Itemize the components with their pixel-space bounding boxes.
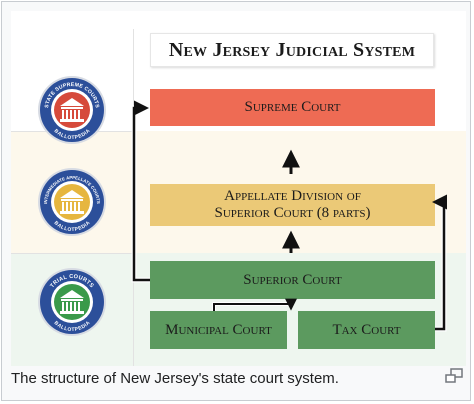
diagram-canvas: New Jersey Judicial System STATE SUPREME… (11, 11, 466, 366)
municipal-court-box: Municipal Court (150, 311, 287, 349)
supreme-court-label: Supreme Court (244, 99, 341, 115)
tax-court-label: Tax Court (332, 321, 401, 338)
arrow-superior-to-supreme-outline (131, 105, 150, 283)
appellate-courts-seal-icon: INTERMEDIATE APPELLATE COURTS BALLOTPEDI… (38, 168, 106, 236)
appeal-arrows (131, 100, 448, 332)
diagram-title: New Jersey Judicial System (150, 33, 434, 67)
courthouse-icon (60, 290, 84, 314)
appellate-division-label: Appellate Division of Superior Court (8 … (215, 188, 371, 222)
superior-court-box: Superior Court (150, 261, 435, 299)
superior-court-label: Superior Court (243, 271, 342, 288)
arrow-municipal-to-superior (213, 298, 297, 311)
trial-courts-seal-icon: TRIAL COURTS BALLOTPEDIA (38, 268, 106, 336)
seal-row-divider (11, 253, 134, 254)
arrow-tax-to-appellate (432, 194, 448, 331)
supreme-courts-seal-icon: STATE SUPREME COURTS BALLOTPEDIA (38, 76, 106, 144)
appellate-line-2: Superior Court (8 parts) (214, 205, 371, 221)
arrow-tax-to-appellate-outline (435, 199, 447, 332)
appellate-division-box: Appellate Division of Superior Court (8 … (150, 184, 435, 226)
appellate-line-1: Appellate Division of (224, 188, 361, 204)
supreme-court-box: Supreme Court (150, 89, 435, 126)
arrow-superior-to-supreme (132, 100, 150, 282)
courthouse-icon (60, 98, 84, 122)
courthouse-icon (60, 190, 84, 214)
enlarge-icon[interactable] (445, 368, 463, 384)
municipal-court-label: Municipal Court (165, 321, 272, 338)
tax-court-box: Tax Court (298, 311, 435, 349)
figure-caption: The structure of New Jersey's state cour… (11, 370, 339, 387)
